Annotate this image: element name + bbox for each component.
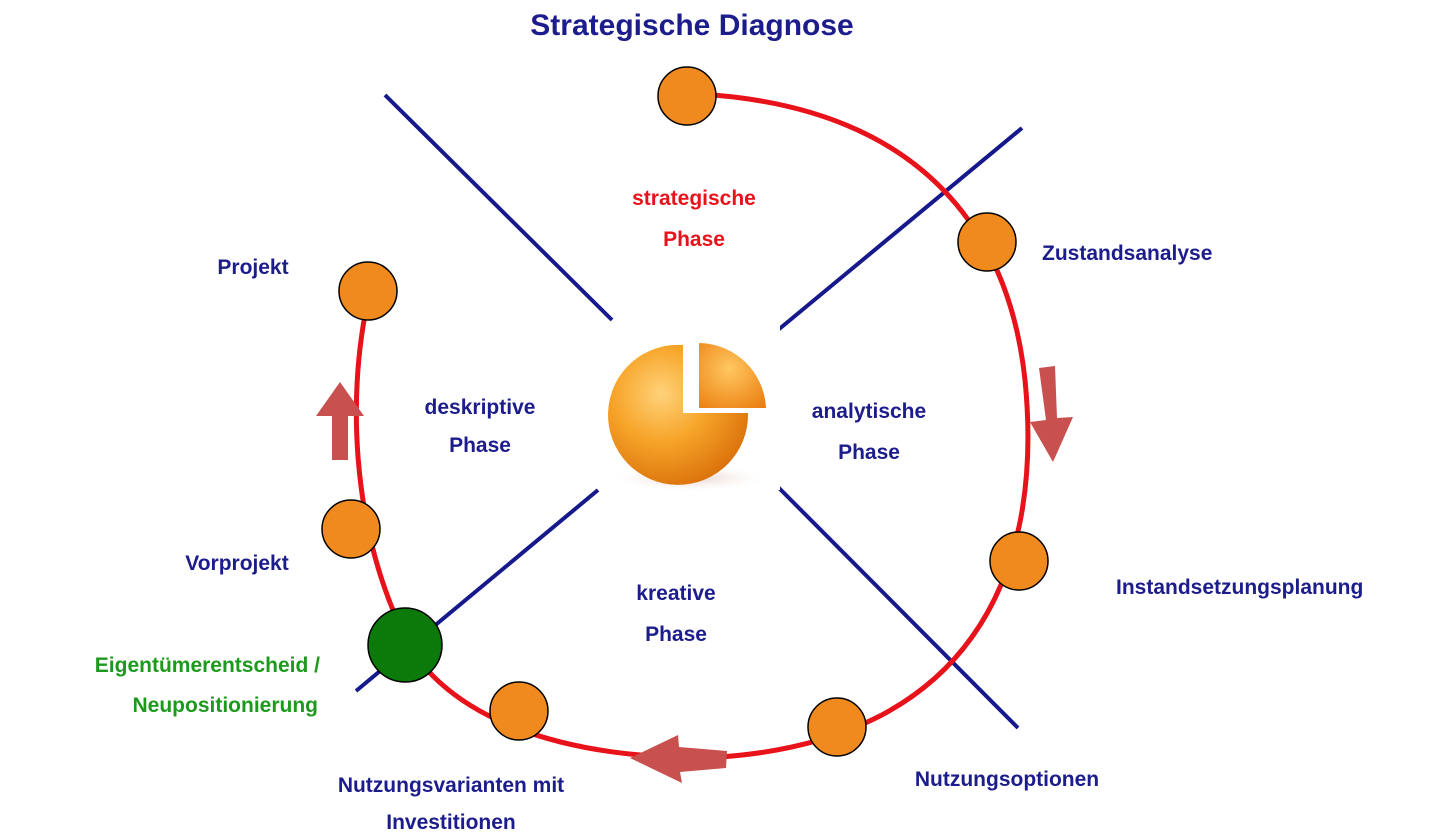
step-label-nutzungsvarianten-line2: Investitionen (386, 811, 516, 834)
divider-line-upper-right (776, 126, 1024, 332)
node-nutzungsvarianten (489, 681, 549, 741)
arrow-down-icon (1030, 366, 1073, 462)
node-strategic-diagnosis (657, 66, 717, 126)
step-label-eigentuemerentscheid-line1: Eigentümerentscheid / (95, 654, 320, 677)
phase-creative-line2: Phase (645, 623, 707, 646)
node-vorprojekt (321, 499, 381, 559)
arrow-down-shape (1030, 366, 1073, 462)
step-label-zustandsanalyse: Zustandsanalyse (1042, 242, 1212, 265)
phase-descriptive-line2: Phase (449, 434, 511, 457)
step-label-nutzungsoptionen: Nutzungsoptionen (915, 768, 1099, 791)
arrow-up-icon (316, 382, 364, 460)
phase-strategic-line1: strategische (632, 187, 756, 210)
pie-chart-body (608, 344, 749, 485)
diagram-title: Strategische Diagnose (530, 9, 853, 42)
step-label-instandsetzungsplanung: Instandsetzungsplanung (1116, 576, 1363, 599)
arrow-left-shape (630, 735, 727, 783)
divider-line-lower-right (776, 485, 1020, 730)
step-label-projekt: Projekt (217, 256, 288, 279)
phase-analytic-line1: analytische (812, 400, 926, 423)
node-zustandsanalyse (957, 212, 1017, 272)
arrow-up-shape (316, 382, 364, 460)
node-eigentuemerentscheid (367, 607, 443, 683)
pie-chart-slice (699, 343, 766, 408)
node-nutzungsoptionen (807, 697, 867, 757)
step-label-vorprojekt: Vorprojekt (185, 552, 288, 575)
node-projekt (338, 261, 398, 321)
phase-descriptive-line1: deskriptive (425, 396, 536, 419)
phase-analytic-line2: Phase (838, 441, 900, 464)
arrow-left-icon (630, 735, 727, 783)
pie-chart-icon (600, 322, 780, 492)
phase-creative-line1: kreative (636, 582, 715, 605)
node-instandsetzungsplanung (989, 531, 1049, 591)
step-label-eigentuemerentscheid-line2: Neupositionierung (133, 694, 319, 717)
step-label-nutzungsvarianten-line1: Nutzungsvarianten mit (338, 774, 564, 797)
divider-line-upper-left (383, 93, 614, 322)
phase-strategic-line2: Phase (663, 228, 725, 251)
